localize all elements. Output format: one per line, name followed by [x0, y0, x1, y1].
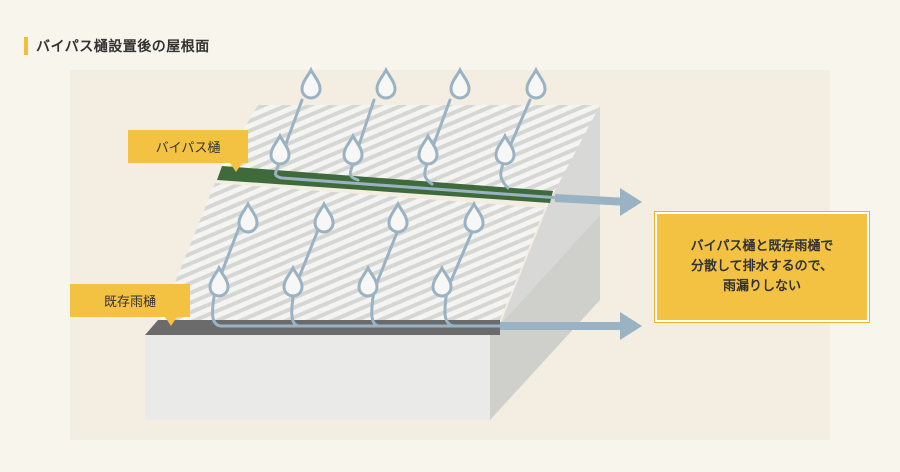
title-accent-bar [24, 37, 28, 55]
callout-line-2: 分散して排水するので、 [690, 259, 834, 274]
roof-surface-lower [160, 183, 545, 320]
bypass-gutter-label-pointer [230, 163, 242, 172]
bypass-gutter-label: バイパス樋 [128, 130, 248, 163]
existing-gutter-label: 既存雨樋 [70, 284, 190, 317]
existing-gutter-label-pointer [165, 317, 177, 326]
explanation-callout: バイパス樋と既存雨樋で 分散して排水するので、 雨漏りしない [655, 212, 869, 322]
page-title: バイパス樋設置後の屋根面 [36, 39, 210, 55]
wall-front [145, 335, 490, 420]
callout-line-3: 雨漏りしない [722, 279, 801, 294]
raindrops-falling [300, 68, 547, 100]
wall-side [490, 215, 600, 420]
callout-line-1: バイパス樋と既存雨樋で [690, 239, 834, 254]
drain-arrow-bypass [554, 188, 642, 216]
title-bar: バイパス樋設置後の屋根面 [24, 36, 210, 56]
drain-arrow-existing [500, 312, 642, 340]
roof-side [500, 105, 600, 325]
